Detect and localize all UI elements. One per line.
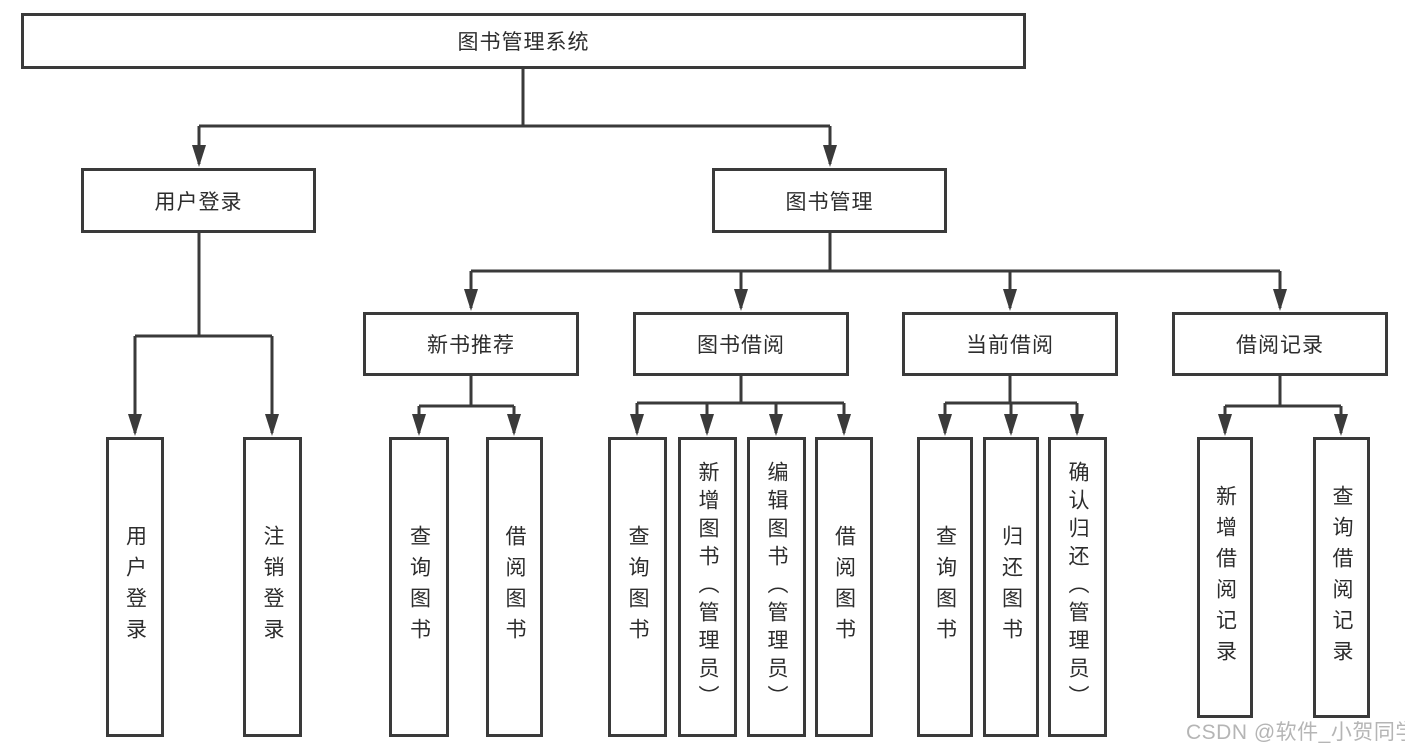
leaf-query-books-3: 查询图书 — [917, 437, 973, 737]
node-root-library-system: 图书管理系统 — [21, 13, 1026, 69]
connector-records-to-leaves — [1218, 376, 1348, 436]
leaf-add-books-admin-label: 新增图书（管理员） — [696, 461, 719, 713]
node-book-management: 图书管理 — [712, 168, 947, 233]
leaf-return-books-label: 归还图书 — [999, 525, 1023, 649]
node-borrow-records-label: 借阅记录 — [1236, 334, 1324, 357]
leaf-query-borrow-record: 查询借阅记录 — [1313, 437, 1370, 718]
connector-borrow-to-leaves — [630, 376, 851, 436]
leaf-user-login: 用户登录 — [106, 437, 164, 737]
leaf-user-login-label: 用户登录 — [123, 525, 147, 649]
leaf-query-books-1: 查询图书 — [389, 437, 449, 737]
node-book-borrow-label: 图书借阅 — [697, 334, 785, 357]
connector-login-to-leaves — [128, 233, 279, 436]
leaf-return-books: 归还图书 — [983, 437, 1039, 737]
leaf-confirm-return-admin: 确认归还（管理员） — [1048, 437, 1107, 737]
leaf-query-borrow-record-label: 查询借阅记录 — [1330, 484, 1353, 671]
connector-bookmgmt-to-level3 — [464, 233, 1287, 311]
leaf-add-borrow-record: 新增借阅记录 — [1197, 437, 1253, 718]
csdn-watermark: CSDN @软件_小贺同学 — [1186, 721, 1405, 744]
node-current-borrow-label: 当前借阅 — [966, 334, 1054, 357]
leaf-borrow-books-1-label: 借阅图书 — [503, 525, 526, 649]
leaf-logout: 注销登录 — [243, 437, 302, 737]
leaf-confirm-return-admin-label: 确认归还（管理员） — [1066, 461, 1089, 713]
leaf-borrow-books-2-label: 借阅图书 — [832, 525, 856, 649]
leaf-add-books-admin: 新增图书（管理员） — [678, 437, 737, 737]
leaf-logout-label: 注销登录 — [261, 525, 284, 649]
leaf-query-books-3-label: 查询图书 — [933, 525, 957, 649]
connector-root-to-level2 — [192, 69, 837, 167]
leaf-borrow-books-2: 借阅图书 — [815, 437, 873, 737]
node-new-book-recommend: 新书推荐 — [363, 312, 579, 376]
node-user-login-label: 用户登录 — [154, 190, 243, 214]
node-borrow-records: 借阅记录 — [1172, 312, 1388, 376]
connector-current-to-leaves — [938, 376, 1084, 436]
leaf-query-books-1-label: 查询图书 — [407, 525, 431, 649]
node-current-borrow: 当前借阅 — [902, 312, 1118, 376]
connector-newbooks-to-leaves — [412, 376, 521, 436]
node-new-book-recommend-label: 新书推荐 — [427, 334, 515, 357]
node-book-management-label: 图书管理 — [785, 190, 874, 214]
leaf-edit-books-admin: 编辑图书（管理员） — [747, 437, 806, 737]
leaf-query-books-2-label: 查询图书 — [626, 525, 649, 649]
node-book-borrow: 图书借阅 — [633, 312, 849, 376]
node-root-label: 图书管理系统 — [457, 31, 590, 54]
leaf-query-books-2: 查询图书 — [608, 437, 667, 737]
node-user-login: 用户登录 — [81, 168, 316, 233]
leaf-edit-books-admin-label: 编辑图书（管理员） — [765, 461, 788, 713]
leaf-borrow-books-1: 借阅图书 — [486, 437, 543, 737]
leaf-add-borrow-record-label: 新增借阅记录 — [1213, 484, 1237, 671]
